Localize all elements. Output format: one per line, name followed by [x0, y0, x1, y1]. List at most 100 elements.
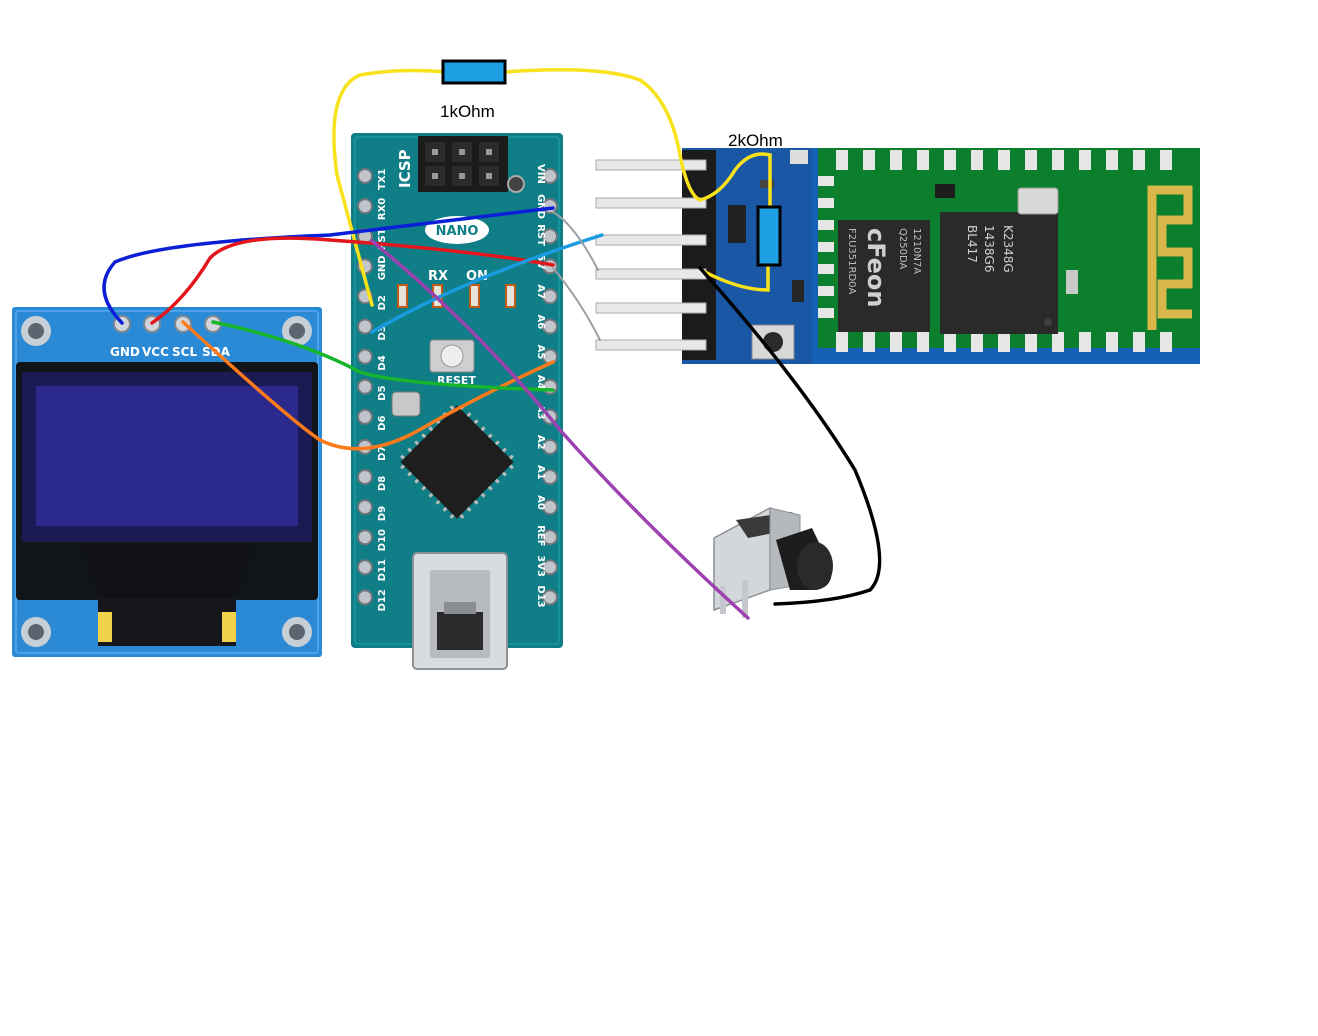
bluetooth-castellated-pads	[818, 150, 1172, 352]
nano-left-header-pins	[357, 168, 373, 606]
bt-pad	[917, 150, 929, 170]
yellow-wire-d2-to-resistor	[332, 68, 448, 307]
nano-pin-label: D10	[377, 529, 388, 551]
bt-pad	[818, 176, 834, 186]
nano-pin-pad	[542, 499, 558, 516]
nano-pin-label: D6	[377, 415, 388, 430]
bt-pad	[818, 264, 834, 274]
nano-pin-label: A6	[535, 315, 546, 330]
nano-pin-pad	[357, 378, 373, 395]
chip-text: 1438G6	[982, 225, 996, 272]
nano-pin-label: RX0	[377, 198, 388, 220]
led-l-icon	[505, 284, 516, 308]
bt-pad	[1025, 332, 1037, 352]
bt-pad	[971, 150, 983, 170]
flash-brand-label: cFeon	[862, 228, 890, 308]
wires	[102, 68, 882, 620]
board-name-label: NANO	[436, 224, 479, 239]
bt-pad	[818, 198, 834, 208]
nano-pin-label: D3	[377, 325, 388, 340]
bt-pad	[998, 150, 1010, 170]
bt-pad	[818, 220, 834, 230]
led-rx-label: RX	[428, 269, 448, 284]
bt-pad	[836, 150, 848, 170]
nano-pin-pad	[357, 589, 373, 606]
oled-pin-label: SCL	[172, 345, 197, 359]
crystal-oscillator	[391, 391, 421, 417]
bt-pad	[1106, 150, 1118, 170]
green-wire-sda	[211, 320, 555, 392]
bt-pad	[890, 332, 902, 352]
mini-usb-connector	[412, 552, 508, 670]
nano-pin-label: REF	[535, 525, 546, 546]
bt-pad	[863, 332, 875, 352]
bt-pad	[836, 332, 848, 352]
oled-mount-hole-icon	[282, 316, 312, 346]
purple-wire-d2-button	[370, 239, 750, 620]
bt-pad	[944, 150, 956, 170]
nano-pin-label: D2	[377, 295, 388, 310]
icsp-label: ICSP	[396, 149, 414, 188]
nano-pin-label: RST	[535, 224, 546, 246]
led-on-label: ON	[466, 269, 488, 284]
icsp-header	[418, 136, 508, 192]
tactile-push-button[interactable]	[713, 506, 833, 618]
nano-pin-label: A2	[535, 435, 546, 450]
bt-pad	[971, 332, 983, 352]
nano-pin-pad	[357, 318, 373, 335]
bt-pad	[1025, 150, 1037, 170]
blue-wire-gnd	[102, 206, 555, 325]
bluetooth-chip: 1438G6 K2348G BL417	[940, 212, 1058, 334]
voltage-regulator	[728, 205, 746, 243]
bt-pad	[890, 150, 902, 170]
bt-pad	[1160, 332, 1172, 352]
nano-pin-label: D5	[377, 385, 388, 400]
nano-pin-pad	[357, 168, 373, 184]
black-wire-button-gnd	[698, 266, 882, 606]
bt-pad	[1052, 150, 1064, 170]
nano-pin-label: D8	[377, 476, 388, 491]
bt-pad	[1106, 332, 1118, 352]
nano-pin-pad	[357, 499, 373, 516]
nano-pin-label: D9	[377, 506, 388, 521]
flash-text: F2U351RD0A	[846, 228, 857, 295]
bt-pad	[818, 242, 834, 252]
nano-pin-pad	[357, 408, 373, 425]
bt-pad	[1133, 150, 1145, 170]
nano-pin-label: D7	[377, 446, 388, 461]
bt-pad	[818, 286, 834, 296]
bt-pad	[1079, 150, 1091, 170]
resistor-2kohm	[756, 205, 782, 267]
flash-chip: cFeon F2U351RD0A Q250DA 1210N7A	[838, 220, 930, 332]
nano-pin-label: D4	[377, 355, 388, 370]
nano-pin-pad	[542, 318, 558, 335]
pcb-antenna-icon	[1147, 185, 1193, 330]
nano-pin-label: A1	[535, 465, 546, 480]
oled-screen	[36, 386, 298, 526]
oled-pin-label: VCC	[142, 345, 169, 359]
nano-right-header-pins	[542, 168, 558, 606]
arduino-nano-board: ICSP NANO RX ON RESET	[351, 133, 563, 670]
nano-pin-label: A0	[535, 495, 546, 510]
nano-pin-pad	[542, 469, 558, 485]
nano-pin-pad	[542, 529, 558, 546]
bt-pad	[917, 332, 929, 352]
bt-pad	[998, 332, 1010, 352]
yellow-wire-resistor-to-bluetooth	[503, 68, 772, 207]
nano-pin-label: GND	[377, 255, 388, 280]
nano-pin-label: TX1	[377, 168, 388, 190]
bt-pad	[863, 150, 875, 170]
led-tx-icon	[397, 284, 408, 308]
bt-pad	[1052, 332, 1064, 352]
nano-pin-label: A3	[535, 405, 546, 420]
chip-text: K2348G	[1001, 225, 1015, 273]
nano-pin-label: A7	[535, 284, 546, 299]
nano-pin-pad	[357, 469, 373, 485]
nano-pin-pad	[357, 198, 373, 215]
bt-pad	[1160, 150, 1172, 170]
reset-button[interactable]	[429, 339, 475, 373]
nano-pin-pad	[542, 438, 558, 455]
bt-pad	[1079, 332, 1091, 352]
